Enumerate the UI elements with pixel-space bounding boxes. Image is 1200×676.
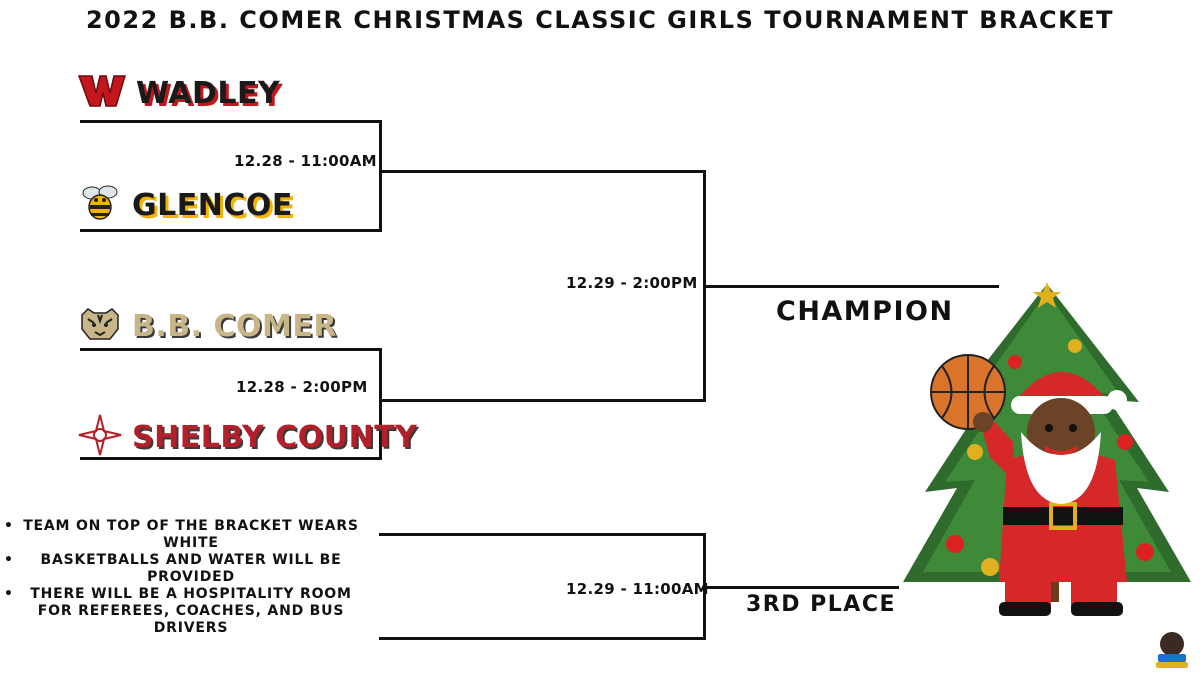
bracket-line-champion bbox=[703, 285, 999, 288]
page-title: 2022 B.B. COMER CHRISTMAS CLASSIC GIRLS … bbox=[85, 6, 1115, 34]
bullet: • bbox=[4, 552, 14, 568]
bracket-line-third-place bbox=[703, 586, 899, 589]
yellow-jacket-logo-icon bbox=[78, 183, 122, 227]
bullet: • bbox=[4, 518, 14, 534]
santa-christmas-tree-illustration bbox=[895, 282, 1200, 622]
note-text: BASKETBALLS AND WATER WILL BE PROVIDED bbox=[40, 552, 342, 585]
bracket-connector-semi1 bbox=[379, 120, 382, 232]
team-name: SHELBY COUNTY bbox=[132, 419, 418, 455]
team-glencoe: GLENCOE bbox=[78, 184, 293, 226]
shelby-county-star-logo-icon bbox=[78, 414, 122, 460]
watermark-logo bbox=[1150, 628, 1194, 672]
team-wadley: WADLEY bbox=[77, 72, 281, 114]
champion-label: CHAMPION bbox=[776, 296, 954, 327]
bracket-line-third-bottom bbox=[379, 637, 706, 640]
note-item: • TEAM ON TOP OF THE BRACKET WEARS WHITE bbox=[4, 518, 364, 552]
bracket-connector-semi2 bbox=[379, 348, 382, 460]
bracket-line-wadley bbox=[80, 120, 382, 123]
team-bb-comer: B.B. COMER bbox=[78, 305, 337, 347]
wadley-w-logo-icon bbox=[77, 73, 127, 113]
note-text: TEAM ON TOP OF THE BRACKET WEARS WHITE bbox=[23, 518, 359, 551]
bracket-line-semi2-winner bbox=[379, 399, 706, 402]
tournament-notes: •TEAM ON TOP OF THE BRACKET WEARS WHITE … bbox=[4, 518, 364, 637]
note-text: THERE WILL BE A HOSPITALITY ROOM FOR REF… bbox=[30, 586, 352, 636]
bracket-line-glencoe bbox=[80, 229, 382, 232]
third-place-game-time: 12.29 - 11:00AM bbox=[566, 580, 709, 598]
bracket-line-comer bbox=[80, 348, 382, 351]
team-name: GLENCOE bbox=[132, 187, 293, 223]
bracket-line-third-top bbox=[379, 533, 706, 536]
final-game-time: 12.29 - 2:00PM bbox=[566, 274, 698, 292]
semi1-game-time: 12.28 - 11:00AM bbox=[234, 152, 377, 170]
team-name: B.B. COMER bbox=[132, 308, 337, 344]
team-shelby-county: SHELBY COUNTY bbox=[78, 414, 418, 460]
team-name: WADLEY bbox=[136, 75, 281, 111]
third-place-label: 3RD PLACE bbox=[746, 592, 897, 617]
bracket-line-semi1-winner bbox=[379, 170, 706, 173]
bracket-line-shelby bbox=[80, 457, 382, 460]
tiger-logo-icon bbox=[78, 305, 122, 347]
note-item: • THERE WILL BE A HOSPITALITY ROOM FOR RE… bbox=[4, 586, 364, 637]
note-item: • BASKETBALLS AND WATER WILL BE PROVIDED bbox=[4, 552, 364, 586]
semi2-game-time: 12.28 - 2:00PM bbox=[236, 378, 368, 396]
bullet: • bbox=[4, 586, 14, 602]
